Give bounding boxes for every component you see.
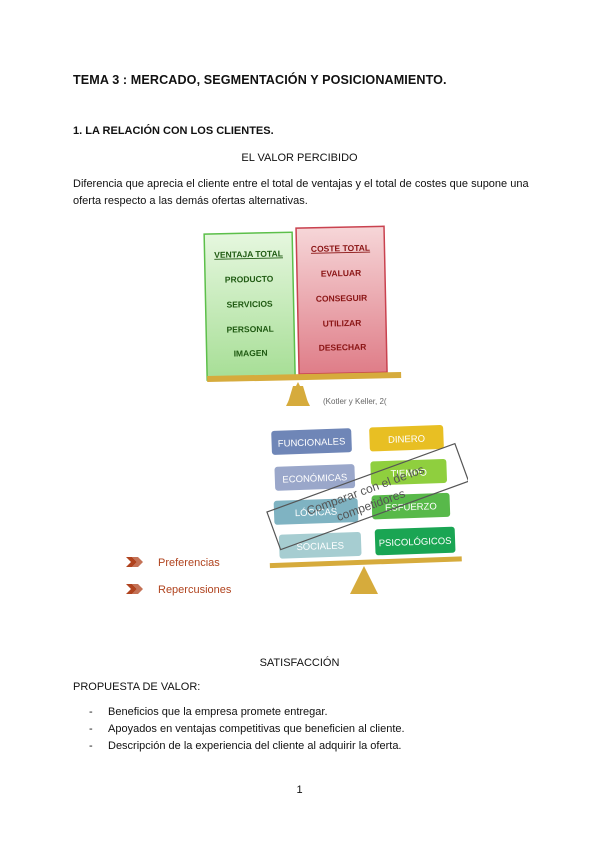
benefit-label: ECONÓMICAS — [282, 472, 347, 485]
balance-fulcrum-triangle — [286, 382, 310, 406]
cost-item: CONSEGUIR — [316, 293, 368, 304]
valor-percibido-definition: Diferencia que aprecia el cliente entre … — [73, 178, 529, 207]
psychological-block — [374, 526, 456, 556]
effort-block — [371, 492, 451, 520]
cost-label: ESFUERZO — [385, 501, 437, 514]
page-title: TEMA 3 : MERCADO, SEGMENTACIÓN Y POSICIO… — [73, 73, 447, 87]
value-proposition-list: - Beneficios que la empresa promete entre… — [73, 704, 405, 755]
cost-label: DINERO — [388, 434, 425, 446]
balance-beam-2 — [269, 556, 462, 569]
page-number: 1 — [296, 784, 303, 796]
list-item-text: Beneficios que la empresa promete entreg… — [108, 706, 328, 718]
cost-item: UTILIZAR — [323, 318, 362, 329]
benefit-label: FUNCIONALES — [278, 436, 346, 449]
balance-beam — [207, 371, 402, 383]
value-balance-figure: VENTAJA TOTAL PRODUCTO SERVICIOS PERSONA… — [203, 225, 402, 406]
benefit-label: SOCIALES — [296, 540, 344, 553]
valor-percibido-heading: EL VALOR PERCIBIDO — [241, 152, 358, 164]
list-item: - Descripción de la experiencia del clien… — [73, 738, 405, 755]
preferences-arrow-icon — [126, 557, 143, 567]
cost-item: DESECHAR — [319, 342, 367, 353]
functional-block — [271, 428, 352, 455]
section-heading: 1. LA RELACIÓN CON LOS CLIENTES. — [73, 125, 274, 137]
benefit-label: LÓGICAS — [295, 507, 338, 519]
advantage-item: SERVICIOS — [226, 299, 273, 310]
logical-block — [273, 498, 359, 525]
advantage-item: PRODUCTO — [225, 274, 274, 285]
list-item: - Beneficios que la empresa promete entre… — [73, 704, 405, 721]
total-cost-title: COSTE TOTAL — [311, 243, 370, 254]
list-item-text: Descripción de la experiencia del client… — [108, 740, 402, 752]
balance-fulcrum-2 — [350, 566, 378, 594]
comparison-balance-figure: FUNCIONALES ECONÓMICAS LÓGICAS SOCIALES … — [126, 425, 468, 596]
advantage-item: PERSONAL — [226, 324, 273, 335]
repercussions-arrow-icon — [126, 584, 143, 594]
list-item: - Apoyados en ventajas competitivas que b… — [73, 721, 405, 738]
value-proposition-label: PROPUESTA DE VALOR: — [73, 681, 201, 693]
repercussions-label: Repercusiones — [158, 584, 232, 596]
bullet-dash: - — [89, 740, 93, 752]
satisfaction-heading: SATISFACCIÓN — [259, 657, 340, 669]
cost-label: TIEMPO — [390, 468, 427, 480]
money-block — [369, 425, 444, 452]
cost-item: EVALUAR — [321, 268, 362, 279]
economic-block — [274, 464, 356, 491]
bullet-dash: - — [89, 723, 93, 735]
social-block — [278, 531, 362, 559]
total-advantage-title: VENTAJA TOTAL — [214, 248, 283, 259]
advantage-item: IMAGEN — [234, 348, 268, 359]
citation-text: (Kotler y Keller, 2( — [323, 397, 387, 406]
bullet-dash: - — [89, 706, 93, 718]
time-block — [370, 458, 447, 486]
list-item-text: Apoyados en ventajas competitivas que be… — [108, 723, 405, 735]
preferences-label: Preferencias — [158, 557, 220, 569]
cost-label: PSICOLÓGICOS — [379, 536, 452, 550]
